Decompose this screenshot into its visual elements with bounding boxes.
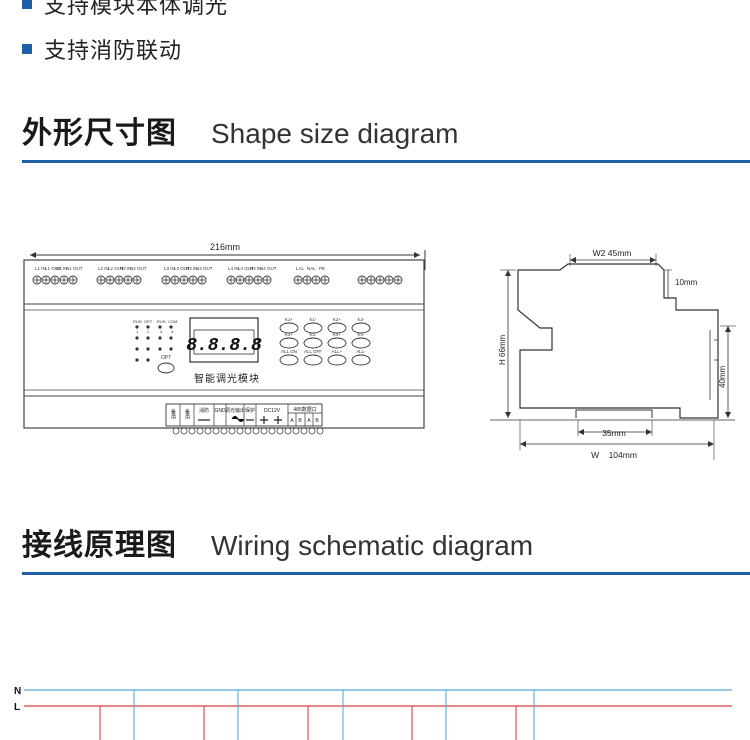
terminal-label: N4 OUT bbox=[260, 266, 277, 271]
section-title-cn: 接线原理图 bbox=[22, 528, 177, 563]
section-title-cn: 外形尺寸图 bbox=[22, 116, 177, 151]
front-width-dim: 216mm bbox=[210, 242, 240, 252]
bottom-label: 备用 bbox=[184, 408, 190, 420]
terminal-label: L1 OUT bbox=[45, 266, 61, 271]
opt-button-label: OPT bbox=[161, 355, 171, 361]
wiring-diagram: N L bbox=[14, 686, 732, 740]
key-label: K3- bbox=[309, 332, 317, 337]
terminal-label: N1 IN bbox=[56, 266, 68, 271]
led-label: 3 bbox=[160, 329, 163, 334]
bottom-label: 保护 bbox=[245, 407, 255, 414]
step-dimension: 10mm bbox=[675, 278, 698, 287]
key-label: ALL- bbox=[356, 349, 366, 354]
section-divider bbox=[22, 572, 750, 575]
key-label: ALL ON bbox=[281, 349, 297, 354]
feature-text: 支持消防联动 bbox=[44, 39, 183, 64]
terminal-label: N1 OUT bbox=[66, 266, 83, 271]
terminal-label: LAL bbox=[296, 266, 305, 271]
bottom-label: 485数据口 bbox=[293, 406, 316, 413]
shape-section-title: 外形尺寸图 Shape size diagram bbox=[22, 108, 458, 152]
bottom-terminal-block: 备用 备用 消防 GND 调光输出 保护 DC12V 485数据口 A B A … bbox=[165, 403, 324, 435]
keypad[interactable] bbox=[279, 322, 371, 366]
neutral-line-label: N bbox=[14, 686, 21, 697]
key-label: K1+ bbox=[285, 317, 294, 322]
bottom-sub-label: A bbox=[290, 418, 294, 424]
rail-dimension: 40mm bbox=[718, 365, 727, 388]
terminal-label: L2 IN bbox=[98, 266, 109, 271]
bottom-label: 调光输出 bbox=[225, 407, 245, 414]
terminal-label: N4 IN bbox=[250, 266, 262, 271]
terminal-label: PE bbox=[319, 266, 325, 271]
terminal-label: L3 IN bbox=[164, 266, 175, 271]
key-label: K2+ bbox=[333, 317, 342, 322]
module-name-label: 智能调光模块 bbox=[194, 372, 260, 385]
key-label: ALL OFF bbox=[304, 349, 322, 354]
bottom-label: DC12V bbox=[264, 408, 281, 414]
feature-text: 支持模块本体调光 bbox=[44, 0, 229, 19]
bullet-square-icon bbox=[22, 0, 32, 9]
key-label: K1- bbox=[309, 317, 317, 322]
led-label: 4 bbox=[171, 329, 174, 334]
terminal-label: L4 OUT bbox=[238, 266, 254, 271]
base-dimension: 35mm bbox=[602, 428, 626, 438]
terminal-label: NAL bbox=[307, 266, 316, 271]
live-line-label: L bbox=[14, 702, 20, 713]
bottom-label: 消防 bbox=[199, 407, 209, 414]
led-label: OPT bbox=[144, 319, 153, 324]
led-label: COM bbox=[168, 319, 177, 324]
display-value: 8.8.8.8 bbox=[186, 336, 262, 356]
bottom-sub-label: B bbox=[298, 418, 302, 424]
terminal-label: L4 IN bbox=[228, 266, 239, 271]
bottom-label: GND bbox=[214, 408, 226, 414]
terminal-label: L1 IN bbox=[35, 266, 46, 271]
feature-item: 支持模块本体调光 bbox=[22, 0, 228, 20]
w2-dimension: W2 45mm bbox=[593, 248, 632, 258]
bottom-label: 备用 bbox=[170, 408, 176, 420]
led-label: 1 bbox=[136, 329, 139, 334]
led-label: 2 bbox=[147, 329, 150, 334]
side-view: W2 45mm 10mm H 66mm 40mm 35mm W 104m bbox=[490, 248, 736, 460]
key-label: K4+ bbox=[333, 332, 342, 337]
led-label: RUN bbox=[133, 319, 142, 324]
shape-size-diagram: 216mm L1 IN L1 OUT N1 IN N1 OUT L2 IN L2… bbox=[23, 242, 736, 460]
key-label: ALL+ bbox=[332, 349, 343, 354]
section-title-en: Wiring schematic diagram bbox=[211, 530, 534, 561]
terminal-label: N3 OUT bbox=[196, 266, 213, 271]
terminal-label: L2 OUT bbox=[108, 266, 124, 271]
feature-item: 支持消防联动 bbox=[22, 33, 182, 65]
bottom-sub-label: A bbox=[307, 418, 311, 424]
section-divider bbox=[22, 160, 750, 163]
led-label: RUN bbox=[157, 319, 166, 324]
wiring-section-title: 接线原理图 Wiring schematic diagram bbox=[22, 520, 533, 564]
bullet-square-icon bbox=[22, 44, 32, 54]
key-label: K3+ bbox=[285, 332, 294, 337]
terminal-label: L3 OUT bbox=[174, 266, 190, 271]
bottom-sub-label: B bbox=[315, 418, 319, 424]
section-title-en: Shape size diagram bbox=[211, 118, 459, 149]
terminal-label: N2 IN bbox=[120, 266, 132, 271]
height-dimension: H 66mm bbox=[498, 334, 507, 365]
front-view: 216mm L1 IN L1 OUT N1 IN N1 OUT L2 IN L2… bbox=[23, 242, 426, 435]
width-dimension: W 104mm bbox=[591, 450, 637, 460]
terminal-label: N3 IN bbox=[186, 266, 198, 271]
status-leds bbox=[135, 325, 173, 362]
terminal-label: N2 OUT bbox=[130, 266, 147, 271]
key-label: K2- bbox=[357, 317, 365, 322]
opt-button[interactable] bbox=[157, 362, 175, 374]
key-label: K4- bbox=[357, 332, 365, 337]
